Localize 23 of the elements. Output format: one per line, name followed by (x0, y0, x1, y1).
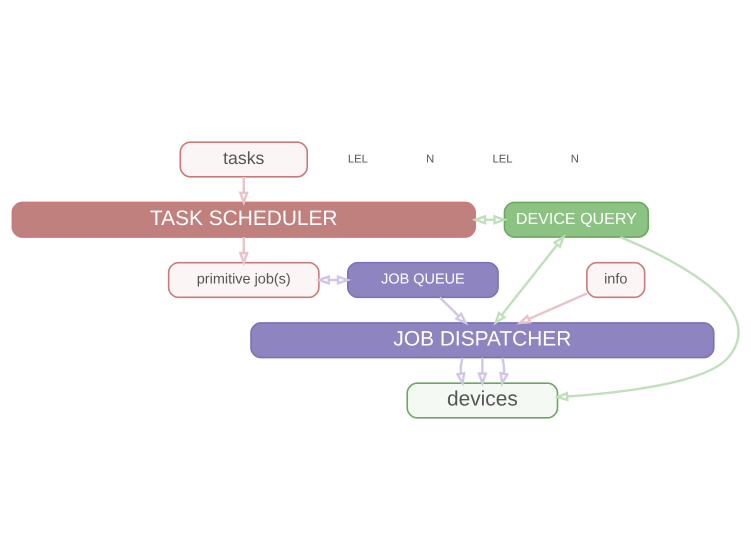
arrow (499, 357, 510, 387)
node-box: DEVICE QUERY (504, 202, 650, 238)
arrow (238, 176, 249, 206)
node-box: JOB QUEUE (347, 262, 499, 298)
node-box: devices (406, 382, 558, 419)
node-box: info (586, 262, 646, 298)
node-box: TASK SCHEDULER (12, 202, 476, 238)
arrow (472, 214, 508, 225)
arrow (438, 296, 468, 326)
label: N (570, 153, 579, 166)
arrow (516, 292, 588, 324)
arrow (554, 236, 740, 402)
label: N (426, 153, 434, 166)
node-box: primitive job(s) (168, 262, 320, 298)
node-box: JOB DISPATCHER (250, 322, 715, 358)
arrow (238, 237, 249, 266)
label: LEL (492, 153, 512, 166)
node-box: tasks (179, 141, 308, 178)
arrow (493, 234, 566, 326)
label: LEL (348, 153, 368, 166)
arrow (456, 357, 466, 387)
arrow (477, 358, 488, 387)
arrow (315, 274, 352, 286)
